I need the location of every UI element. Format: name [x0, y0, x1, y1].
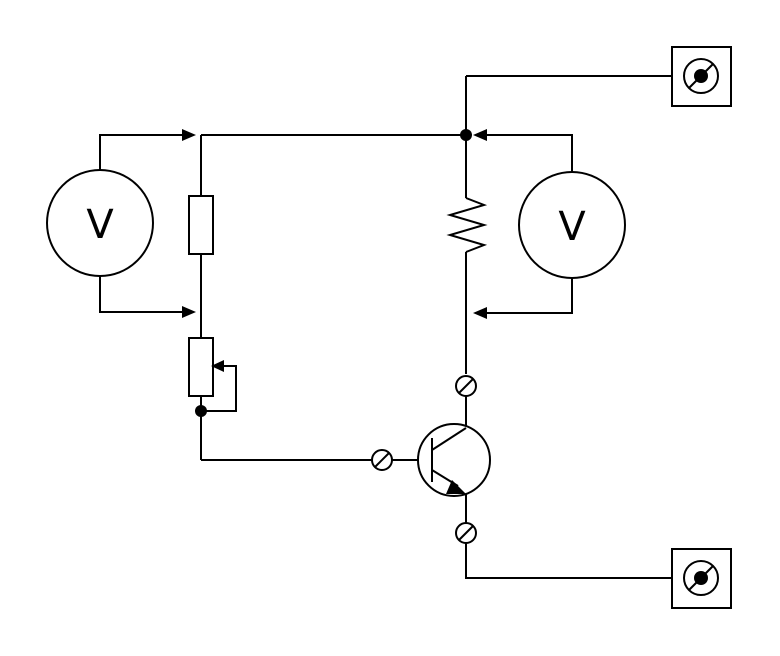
voltmeter-left-label: V: [86, 202, 114, 248]
voltmeter-right-arrow-bottom: [473, 307, 487, 319]
voltmeter-right-arrow-top: [473, 129, 487, 141]
zigzag-resistor: [446, 197, 488, 253]
collector-terminal-slash: [458, 378, 474, 394]
transistor-collector: [431, 427, 467, 451]
junction-dot-top: [460, 129, 472, 141]
junction-dot-wiper: [195, 405, 207, 417]
socket-bottom-slash: [688, 565, 714, 591]
voltmeter-right-lead-bottom: [484, 278, 573, 314]
socket-top-slash: [688, 63, 714, 89]
potentiometer-wiper-wire: [201, 365, 237, 412]
voltmeter-right-lead-top: [484, 134, 573, 172]
fixed-resistor: [188, 195, 214, 255]
bottom-socket-wire: [465, 543, 672, 579]
transistor-emitter-arrow: [446, 480, 466, 494]
voltmeter-left-lead-top: [99, 134, 185, 170]
npn-transistor: [417, 423, 491, 497]
voltmeter-left-arrow-top: [182, 129, 196, 141]
emitter-terminal-slash: [458, 525, 474, 541]
base-terminal-slash: [374, 452, 390, 468]
potentiometer-wiper-arrow: [211, 360, 224, 372]
voltmeter-left-lead-bottom: [99, 276, 185, 313]
voltmeter-right-label: V: [558, 204, 586, 250]
potentiometer: [188, 337, 214, 397]
voltmeter-left-arrow-bottom: [182, 306, 196, 318]
